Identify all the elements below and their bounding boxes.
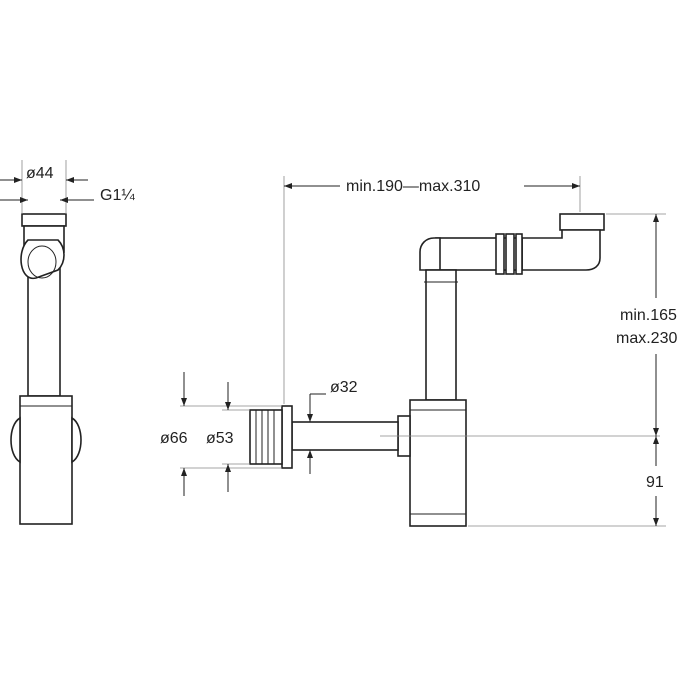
side-clamp-nut	[20, 239, 65, 279]
dim-outer-diameter-side: ø44	[26, 165, 54, 182]
dim-arrow	[225, 464, 231, 472]
dim-trap-height: 91	[646, 474, 664, 491]
vertical-pipe	[425, 269, 457, 401]
dim-arrow	[572, 183, 580, 189]
dim-arrow	[14, 177, 22, 183]
wall-rosette	[281, 405, 293, 469]
bottle-body	[409, 399, 467, 527]
side-top-cap	[21, 213, 67, 227]
dim-arrow	[181, 398, 187, 406]
dim-arrow	[653, 214, 659, 222]
dim-vertical-min: min.165	[620, 307, 677, 324]
dim-wall-rosette: ø66	[160, 430, 188, 447]
arm-coupling-ring	[495, 233, 505, 275]
dim-arrow	[653, 518, 659, 526]
arm-coupling-ring	[505, 233, 515, 275]
dim-waste-pipe: ø32	[330, 379, 358, 396]
side-outlet-left	[10, 416, 21, 464]
inlet-cap	[559, 213, 605, 231]
dim-horizontal-range: min.190—max.310	[346, 178, 480, 195]
side-outlet-right	[71, 416, 82, 464]
dim-arrow	[66, 177, 74, 183]
side-clamp-ring	[27, 245, 57, 279]
dim-arrow	[60, 197, 68, 203]
dim-vertical-max: max.230	[616, 330, 677, 347]
front-view	[249, 213, 660, 527]
side-view	[10, 213, 82, 525]
dim-arrow	[653, 428, 659, 436]
dim-arrow	[20, 197, 28, 203]
side-dimensions: ø44 G1¼	[0, 160, 135, 214]
dim-arrow	[307, 414, 313, 422]
ribbed-seal	[249, 409, 283, 465]
arm-coupling-ring	[515, 233, 523, 275]
arm-elbow	[419, 237, 441, 271]
inlet-elbow	[521, 229, 601, 271]
dim-arrow	[284, 183, 292, 189]
dim-thread: G1¼	[100, 187, 135, 204]
dim-arrow	[181, 468, 187, 476]
side-bottle-body	[19, 395, 73, 525]
front-dimensions: min.190—max.310 min.165 max.230 91 ø32 ø…	[160, 176, 677, 527]
dim-wall-inner: ø53	[206, 430, 234, 447]
dim-arrow	[653, 436, 659, 444]
dim-arrow	[225, 402, 231, 410]
dim-arrow	[307, 450, 313, 458]
